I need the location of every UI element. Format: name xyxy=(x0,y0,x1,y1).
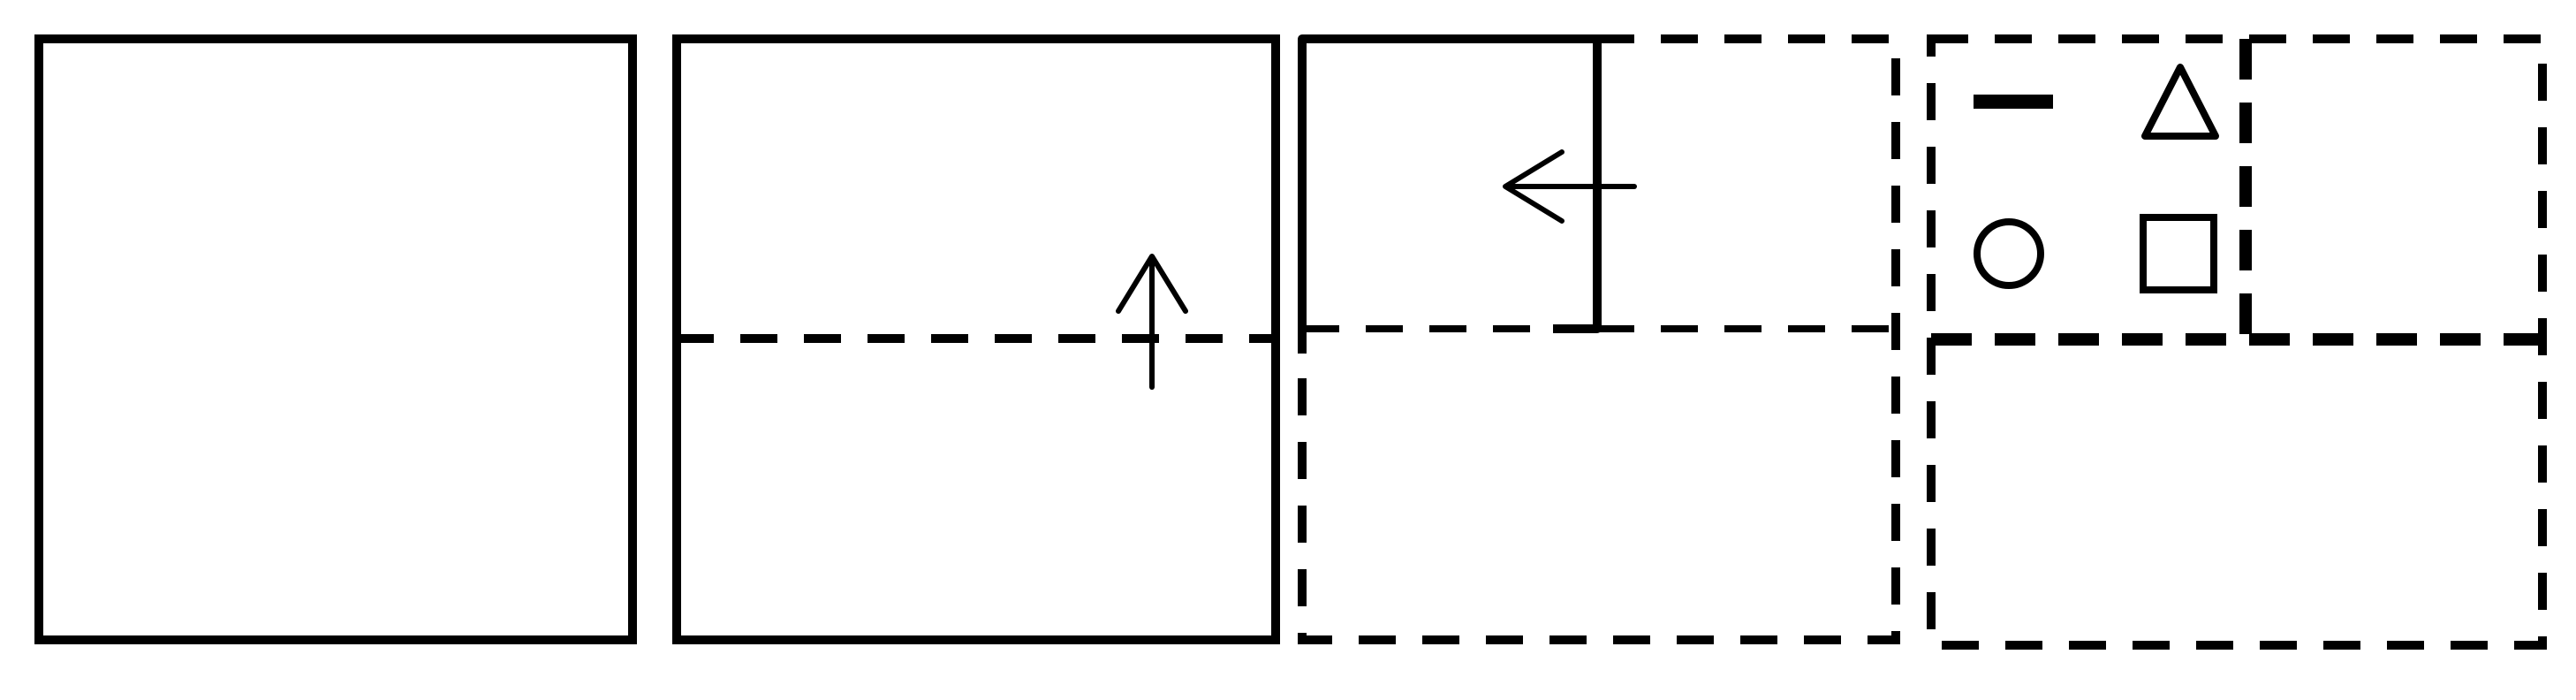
arrow-up-icon xyxy=(1116,254,1188,390)
circle-icon xyxy=(1974,218,2044,289)
dash-icon xyxy=(1974,95,2053,109)
triangle-icon xyxy=(2141,64,2219,140)
square-icon xyxy=(2140,214,2217,293)
panel-1 xyxy=(34,34,637,644)
panel-2 xyxy=(672,34,1280,644)
panel-4 xyxy=(1927,34,2547,650)
panel-3-solid-edge xyxy=(1298,34,1602,354)
arrow-left-icon xyxy=(1503,149,1637,224)
panel-1-square xyxy=(34,34,637,644)
panel-3-dashed-outline xyxy=(1298,34,1900,644)
panel-3 xyxy=(1298,34,1900,644)
